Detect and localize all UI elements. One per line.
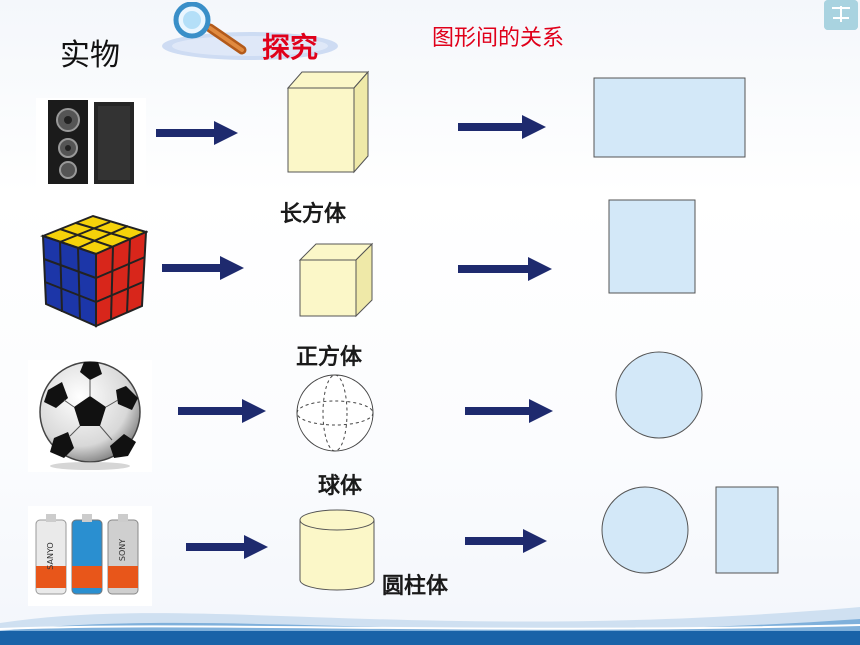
corner-logo xyxy=(824,0,858,30)
arrow-icon xyxy=(162,256,244,280)
magnifier-icon xyxy=(162,2,338,60)
arrow-icon xyxy=(186,535,268,559)
arrow-icon xyxy=(465,529,547,553)
rubik-cube-image xyxy=(40,214,148,328)
cuboid-shape xyxy=(286,70,370,174)
battery-brand-sanyo: SANYO xyxy=(46,542,55,569)
rectangle-shape xyxy=(715,486,779,574)
batteries-image: SANYO SONY xyxy=(28,506,152,606)
sphere-shape xyxy=(296,374,374,452)
logo-icon xyxy=(824,0,858,30)
battery-brand-sony: SONY xyxy=(118,539,127,561)
square-shape xyxy=(608,199,696,294)
speakers-image xyxy=(36,98,146,188)
arrow-icon xyxy=(458,115,546,139)
arrow-icon xyxy=(465,399,553,423)
explore-title: 探究 xyxy=(262,31,319,64)
cylinder-shape xyxy=(299,509,375,591)
cylinder-label: 圆柱体 xyxy=(382,574,449,599)
left-title: 实物 xyxy=(60,38,120,73)
arrow-icon xyxy=(156,121,238,145)
rectangle-shape xyxy=(593,77,746,158)
cube-label: 正方体 xyxy=(296,345,363,370)
arrow-icon xyxy=(458,257,552,281)
cube-shape xyxy=(298,242,374,318)
arrow-icon xyxy=(178,399,266,423)
relation-title: 图形间的关系 xyxy=(432,26,565,51)
circle-shape xyxy=(601,486,689,574)
sphere-label: 球体 xyxy=(318,474,363,499)
circle-shape xyxy=(615,351,703,439)
soccer-ball-image xyxy=(28,360,152,472)
cuboid-label: 长方体 xyxy=(280,202,347,227)
footer-band xyxy=(0,607,860,645)
